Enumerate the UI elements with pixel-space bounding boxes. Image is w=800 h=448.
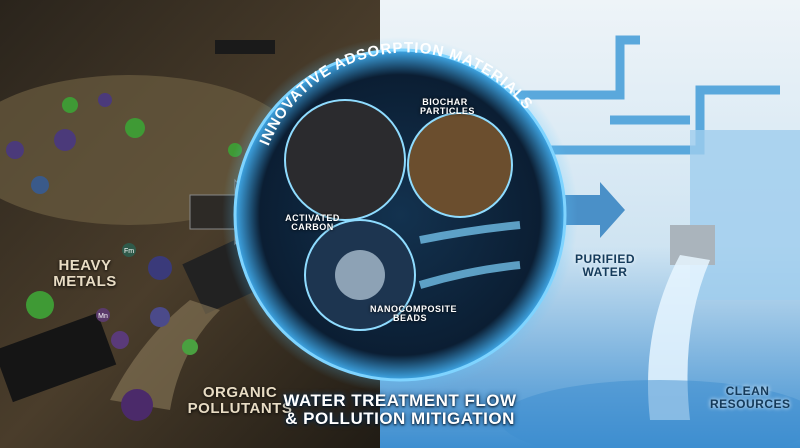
nanocomposite-beads-label: NANOCOMPOSITE BEADS — [370, 304, 458, 324]
organic-pollutants-label: ORGANIC POLLUTANTS — [187, 384, 293, 417]
adsorption-flow-arrow — [419, 221, 521, 244]
activated-carbon-label: ACTIVATED CARBON — [285, 213, 340, 233]
ion-label: Mn — [98, 313, 108, 320]
clean-plumbing — [515, 35, 780, 155]
footer-title-line1: WATER TREATMENT FLOW — [283, 391, 517, 410]
water-tank — [690, 130, 800, 300]
footer-title-line2: & POLLUTION MITIGATION — [285, 408, 515, 428]
pollutant-microbes — [6, 93, 242, 421]
drain-pipe — [0, 312, 117, 403]
heavy-metals-label: HEAVY METALS — [53, 257, 117, 290]
footer-title: WATER TREATMENT FLOW & POLLUTION MITIGAT… — [270, 392, 530, 428]
clean-pool — [500, 380, 800, 448]
biochar-inset — [407, 112, 513, 218]
dirty-flow — [110, 300, 220, 410]
clean-resources-label: CLEAN RESOURCES — [710, 384, 791, 411]
tank-pipe — [215, 40, 275, 54]
activated-carbon-inset — [284, 99, 406, 221]
biochar-particles-label: BIOCHAR PARTICLES — [420, 97, 475, 117]
adsorption-flow-arrow — [418, 261, 521, 289]
purified-water-label: PURIFIED WATER — [575, 252, 636, 279]
purified-stream — [648, 255, 710, 420]
nanocomposite-bead — [335, 250, 385, 300]
ion-label: Fm — [124, 248, 134, 255]
